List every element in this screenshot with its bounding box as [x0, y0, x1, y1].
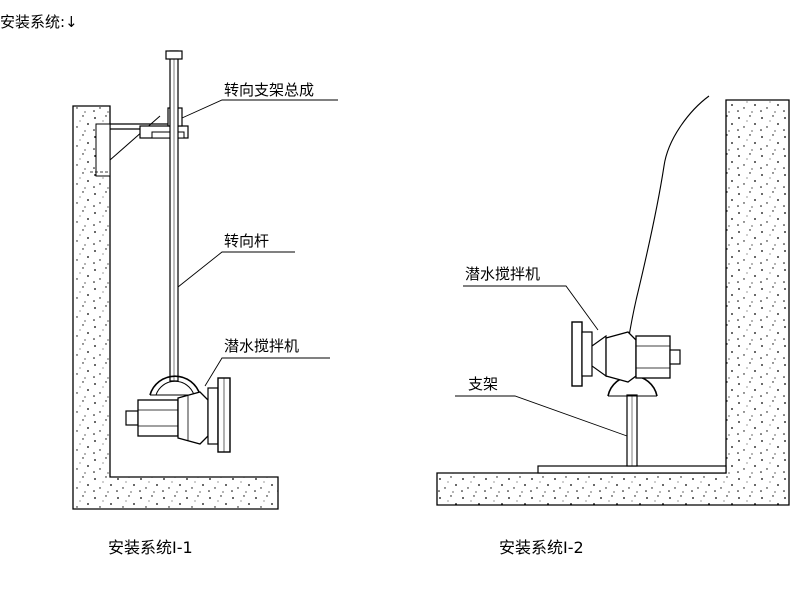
left-mixer [125, 377, 231, 453]
label-right-bracket: 支架 [468, 375, 498, 393]
leader-turning-rod [177, 251, 295, 288]
label-right-mixer: 潜水搅拌机 [465, 265, 540, 283]
left-wall-plate [95, 123, 111, 177]
power-cable [627, 95, 710, 343]
leader-right-mixer [463, 285, 599, 331]
left-concrete-wall [72, 105, 279, 510]
left-installation: 转向支架总成 转向杆 潜水搅拌机 安装系统Ⅰ-1 [72, 50, 338, 557]
caption-system-1: 安装系统Ⅰ-1 [108, 538, 193, 557]
label-left-mixer: 潜水搅拌机 [224, 337, 299, 355]
label-turning-bracket: 转向支架总成 [224, 81, 314, 99]
leader-right-bracket [455, 395, 628, 437]
caption-system-2: 安装系统Ⅰ-2 [499, 538, 584, 557]
right-concrete-wall [436, 99, 790, 506]
leader-turning-bracket [181, 99, 338, 119]
right-mixer [571, 321, 681, 387]
left-guide-frame [149, 375, 201, 396]
label-turning-rod: 转向杆 [224, 232, 269, 250]
leader-left-mixer [204, 357, 330, 387]
right-base-plate [537, 465, 727, 474]
right-installation: 潜水搅拌机 支架 安装系统Ⅰ-2 [436, 95, 790, 557]
page-heading: 安装系统:↓ [0, 13, 78, 31]
